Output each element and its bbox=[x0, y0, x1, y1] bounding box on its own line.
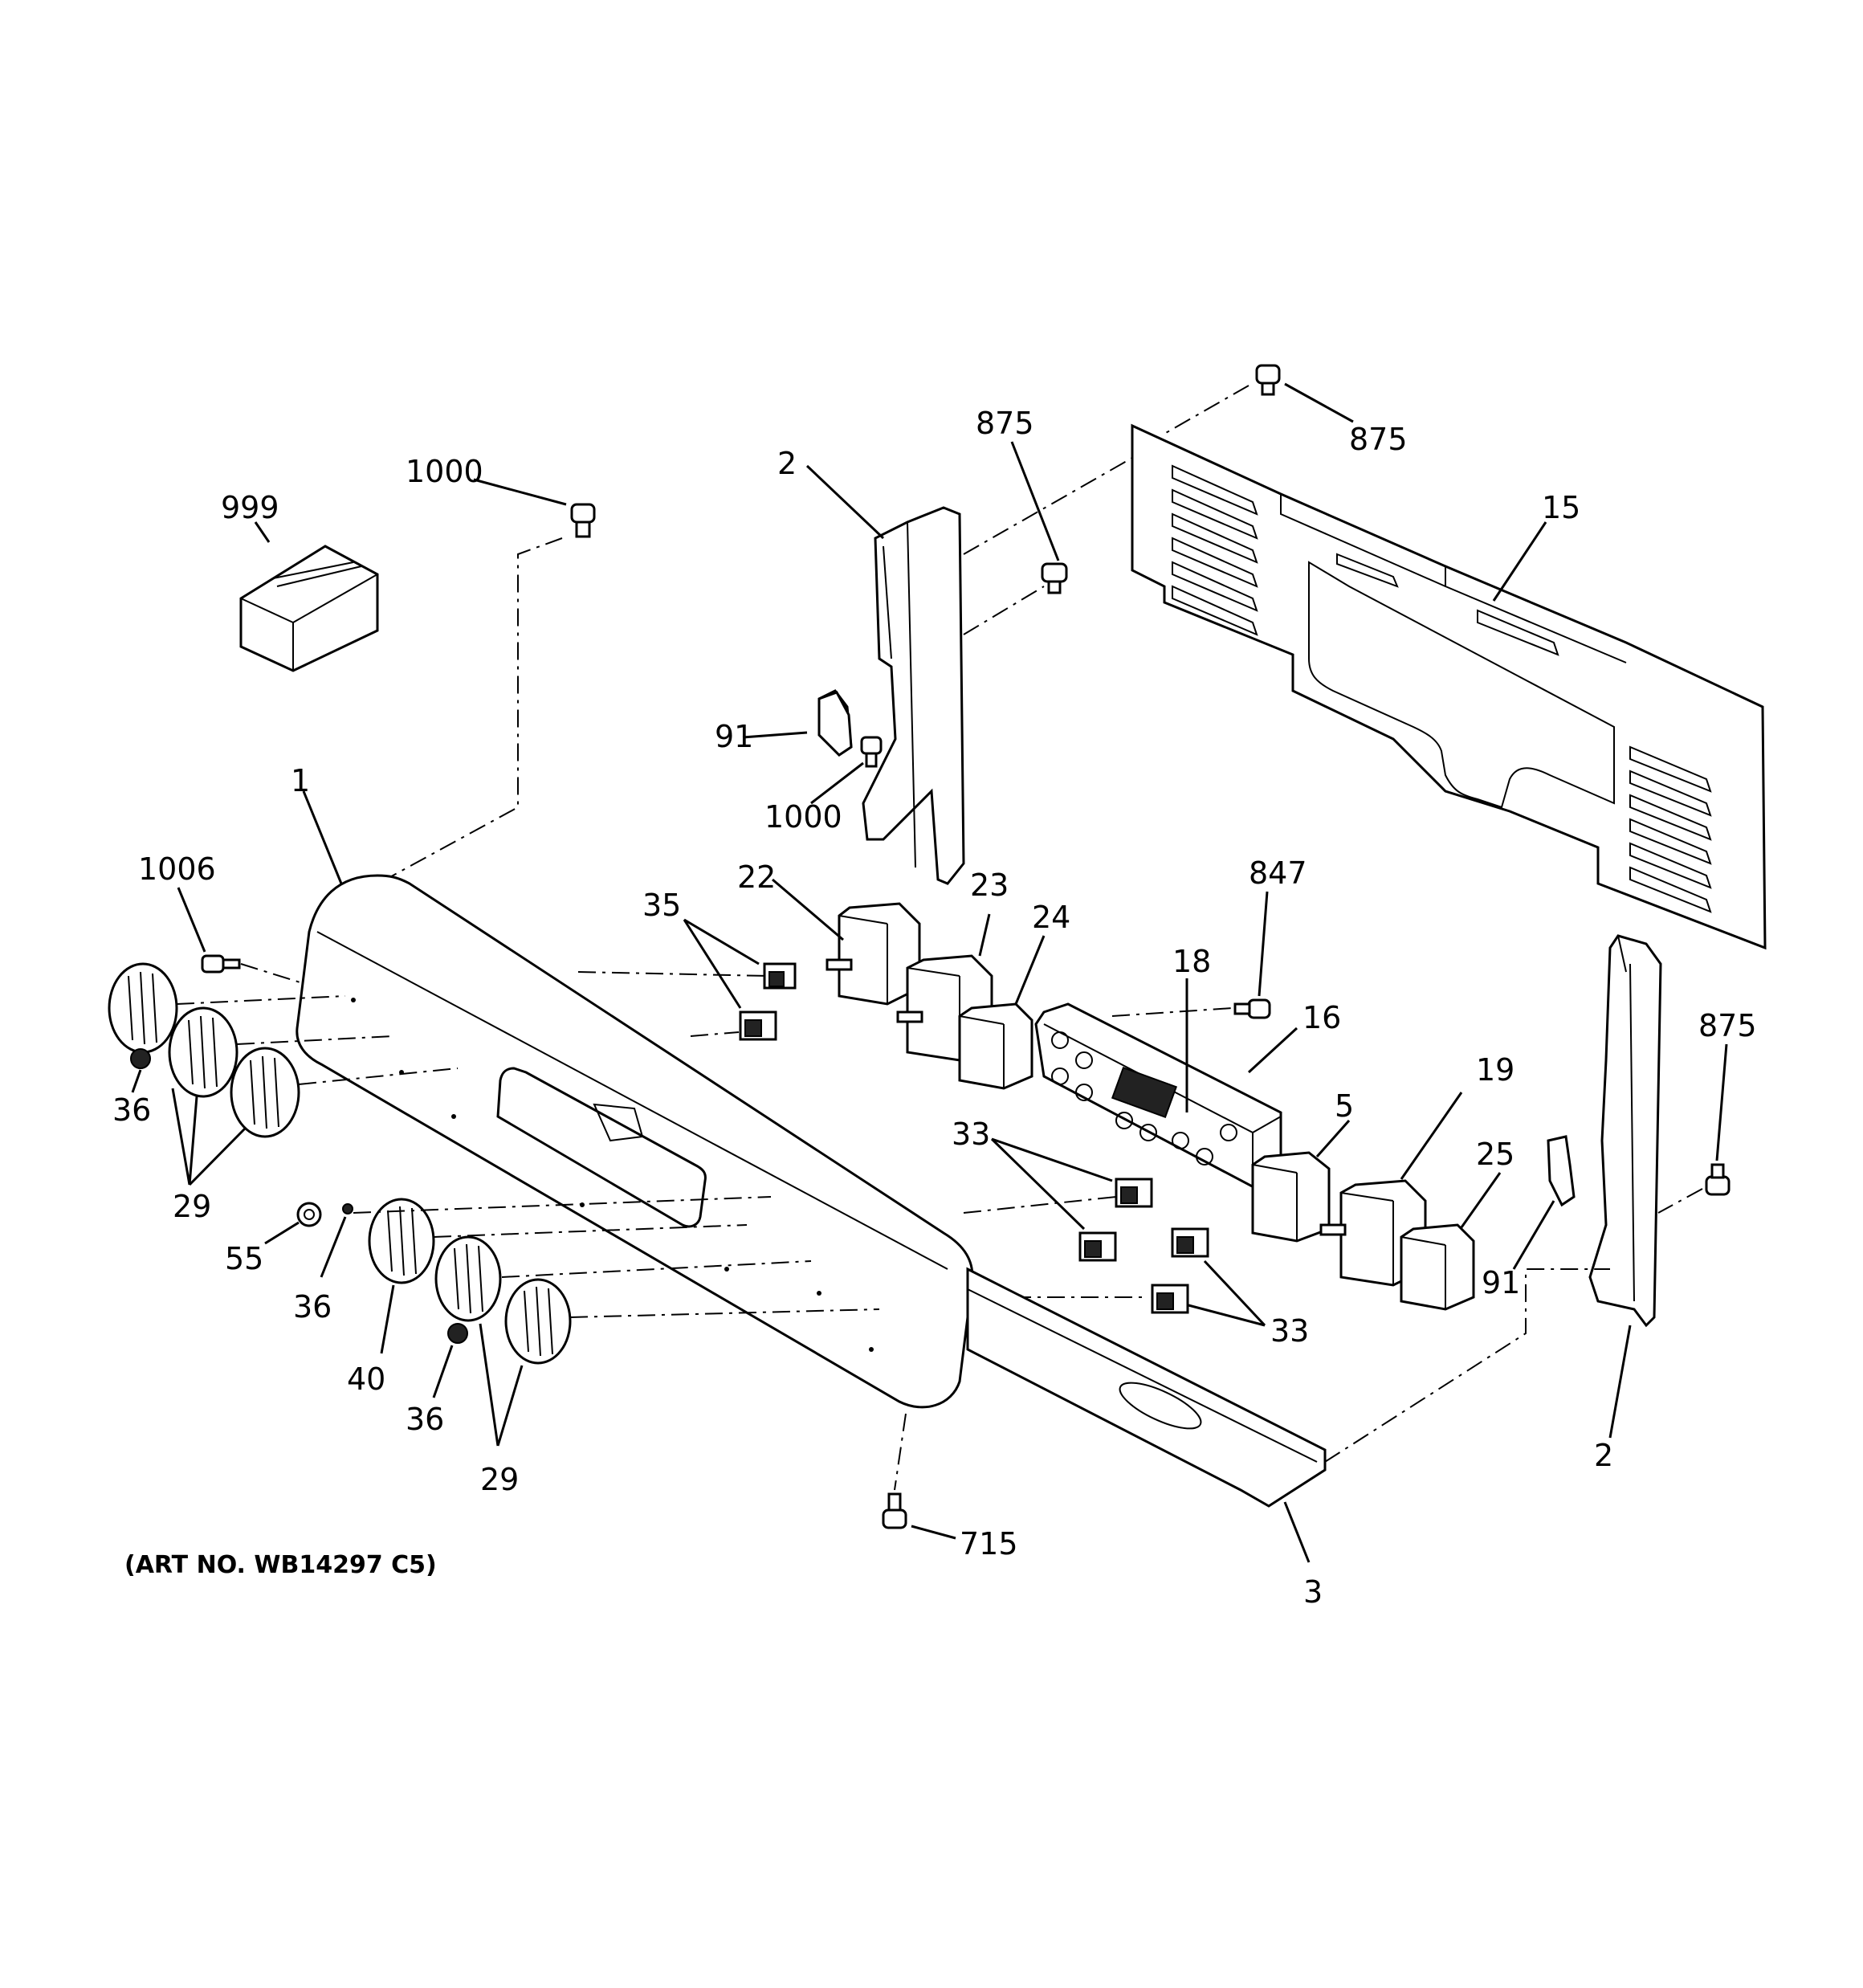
part-715-screw bbox=[882, 1492, 907, 1529]
callout-5: 5 bbox=[1335, 1088, 1354, 1124]
part-36-nut-c bbox=[447, 1323, 468, 1344]
part-15-rear-shield bbox=[1131, 423, 1767, 950]
part-29-knob-d bbox=[434, 1235, 502, 1322]
part-36-nut-a bbox=[130, 1048, 151, 1069]
part-33-switch-d bbox=[1151, 1284, 1189, 1314]
part-25-switch bbox=[1400, 1223, 1475, 1311]
callout-36-b: 36 bbox=[293, 1289, 332, 1325]
part-35-switch-b bbox=[739, 1010, 777, 1041]
callout-875-b: 875 bbox=[1349, 422, 1408, 457]
callout-18: 18 bbox=[1172, 944, 1211, 979]
callout-715: 715 bbox=[960, 1526, 1018, 1561]
callout-91-left: 91 bbox=[715, 719, 753, 754]
part-1000-screw-bracket bbox=[860, 736, 883, 768]
callout-36-a: 36 bbox=[112, 1092, 151, 1128]
part-91-clip-left bbox=[817, 691, 853, 757]
callout-24: 24 bbox=[1032, 900, 1070, 935]
part-33-switch-b bbox=[1078, 1231, 1117, 1262]
callout-40: 40 bbox=[347, 1361, 385, 1397]
callout-91-right: 91 bbox=[1482, 1265, 1520, 1300]
part-1-control-panel bbox=[296, 874, 974, 1409]
part-24-switch bbox=[958, 1002, 1033, 1090]
callout-1000-top: 1000 bbox=[406, 454, 483, 489]
callout-29-b: 29 bbox=[480, 1462, 519, 1497]
callout-55: 55 bbox=[225, 1241, 263, 1276]
part-16-electronic-control bbox=[1034, 1002, 1282, 1190]
callout-1000-bracket: 1000 bbox=[764, 799, 842, 835]
callout-19: 19 bbox=[1476, 1052, 1514, 1088]
callout-2-left: 2 bbox=[777, 446, 797, 481]
callout-33-b: 33 bbox=[1270, 1313, 1309, 1349]
callout-36-c: 36 bbox=[406, 1402, 444, 1437]
callout-999: 999 bbox=[221, 490, 279, 525]
callout-875-a: 875 bbox=[976, 406, 1034, 441]
callout-25: 25 bbox=[1476, 1137, 1514, 1172]
part-33-switch-a bbox=[1115, 1178, 1153, 1208]
callout-33-a: 33 bbox=[952, 1116, 990, 1152]
callout-23: 23 bbox=[970, 867, 1009, 903]
part-29-knob-c bbox=[230, 1047, 300, 1138]
part-40-knob bbox=[368, 1198, 435, 1284]
part-29-knob-b bbox=[168, 1006, 238, 1098]
part-22-infinite-switch bbox=[826, 902, 921, 1006]
part-847-screw bbox=[1233, 998, 1271, 1019]
part-36-screw-b bbox=[342, 1203, 353, 1214]
part-35-switch-a bbox=[763, 962, 797, 990]
part-3-trim bbox=[966, 1267, 1327, 1508]
part-91-clip-right bbox=[1547, 1135, 1576, 1207]
part-29-knob-e bbox=[504, 1278, 572, 1365]
part-875-screw-b bbox=[1255, 364, 1281, 396]
part-29-knob-a bbox=[108, 962, 178, 1054]
callout-847: 847 bbox=[1249, 855, 1307, 891]
callout-1: 1 bbox=[291, 763, 310, 798]
callout-16: 16 bbox=[1302, 1000, 1341, 1035]
callout-35: 35 bbox=[642, 888, 681, 923]
part-999-box bbox=[239, 545, 379, 672]
callout-875-c: 875 bbox=[1698, 1008, 1757, 1043]
callout-22: 22 bbox=[737, 859, 776, 895]
callout-3: 3 bbox=[1303, 1574, 1323, 1610]
part-875-screw-c bbox=[1705, 1163, 1731, 1196]
part-2-bracket-right bbox=[1588, 934, 1662, 1328]
part-33-switch-c bbox=[1171, 1227, 1209, 1258]
art-number: (ART NO. WB14297 C5) bbox=[124, 1551, 437, 1579]
callout-29-a: 29 bbox=[173, 1189, 211, 1224]
part-5-switch bbox=[1251, 1151, 1331, 1243]
part-55-washer bbox=[296, 1202, 322, 1227]
part-875-screw-a bbox=[1041, 562, 1068, 594]
callout-2-right: 2 bbox=[1594, 1438, 1613, 1473]
callout-15: 15 bbox=[1542, 490, 1580, 525]
part-1000-screw-top bbox=[570, 503, 596, 538]
part-1006-screw bbox=[201, 954, 241, 974]
callout-1006: 1006 bbox=[138, 851, 216, 887]
